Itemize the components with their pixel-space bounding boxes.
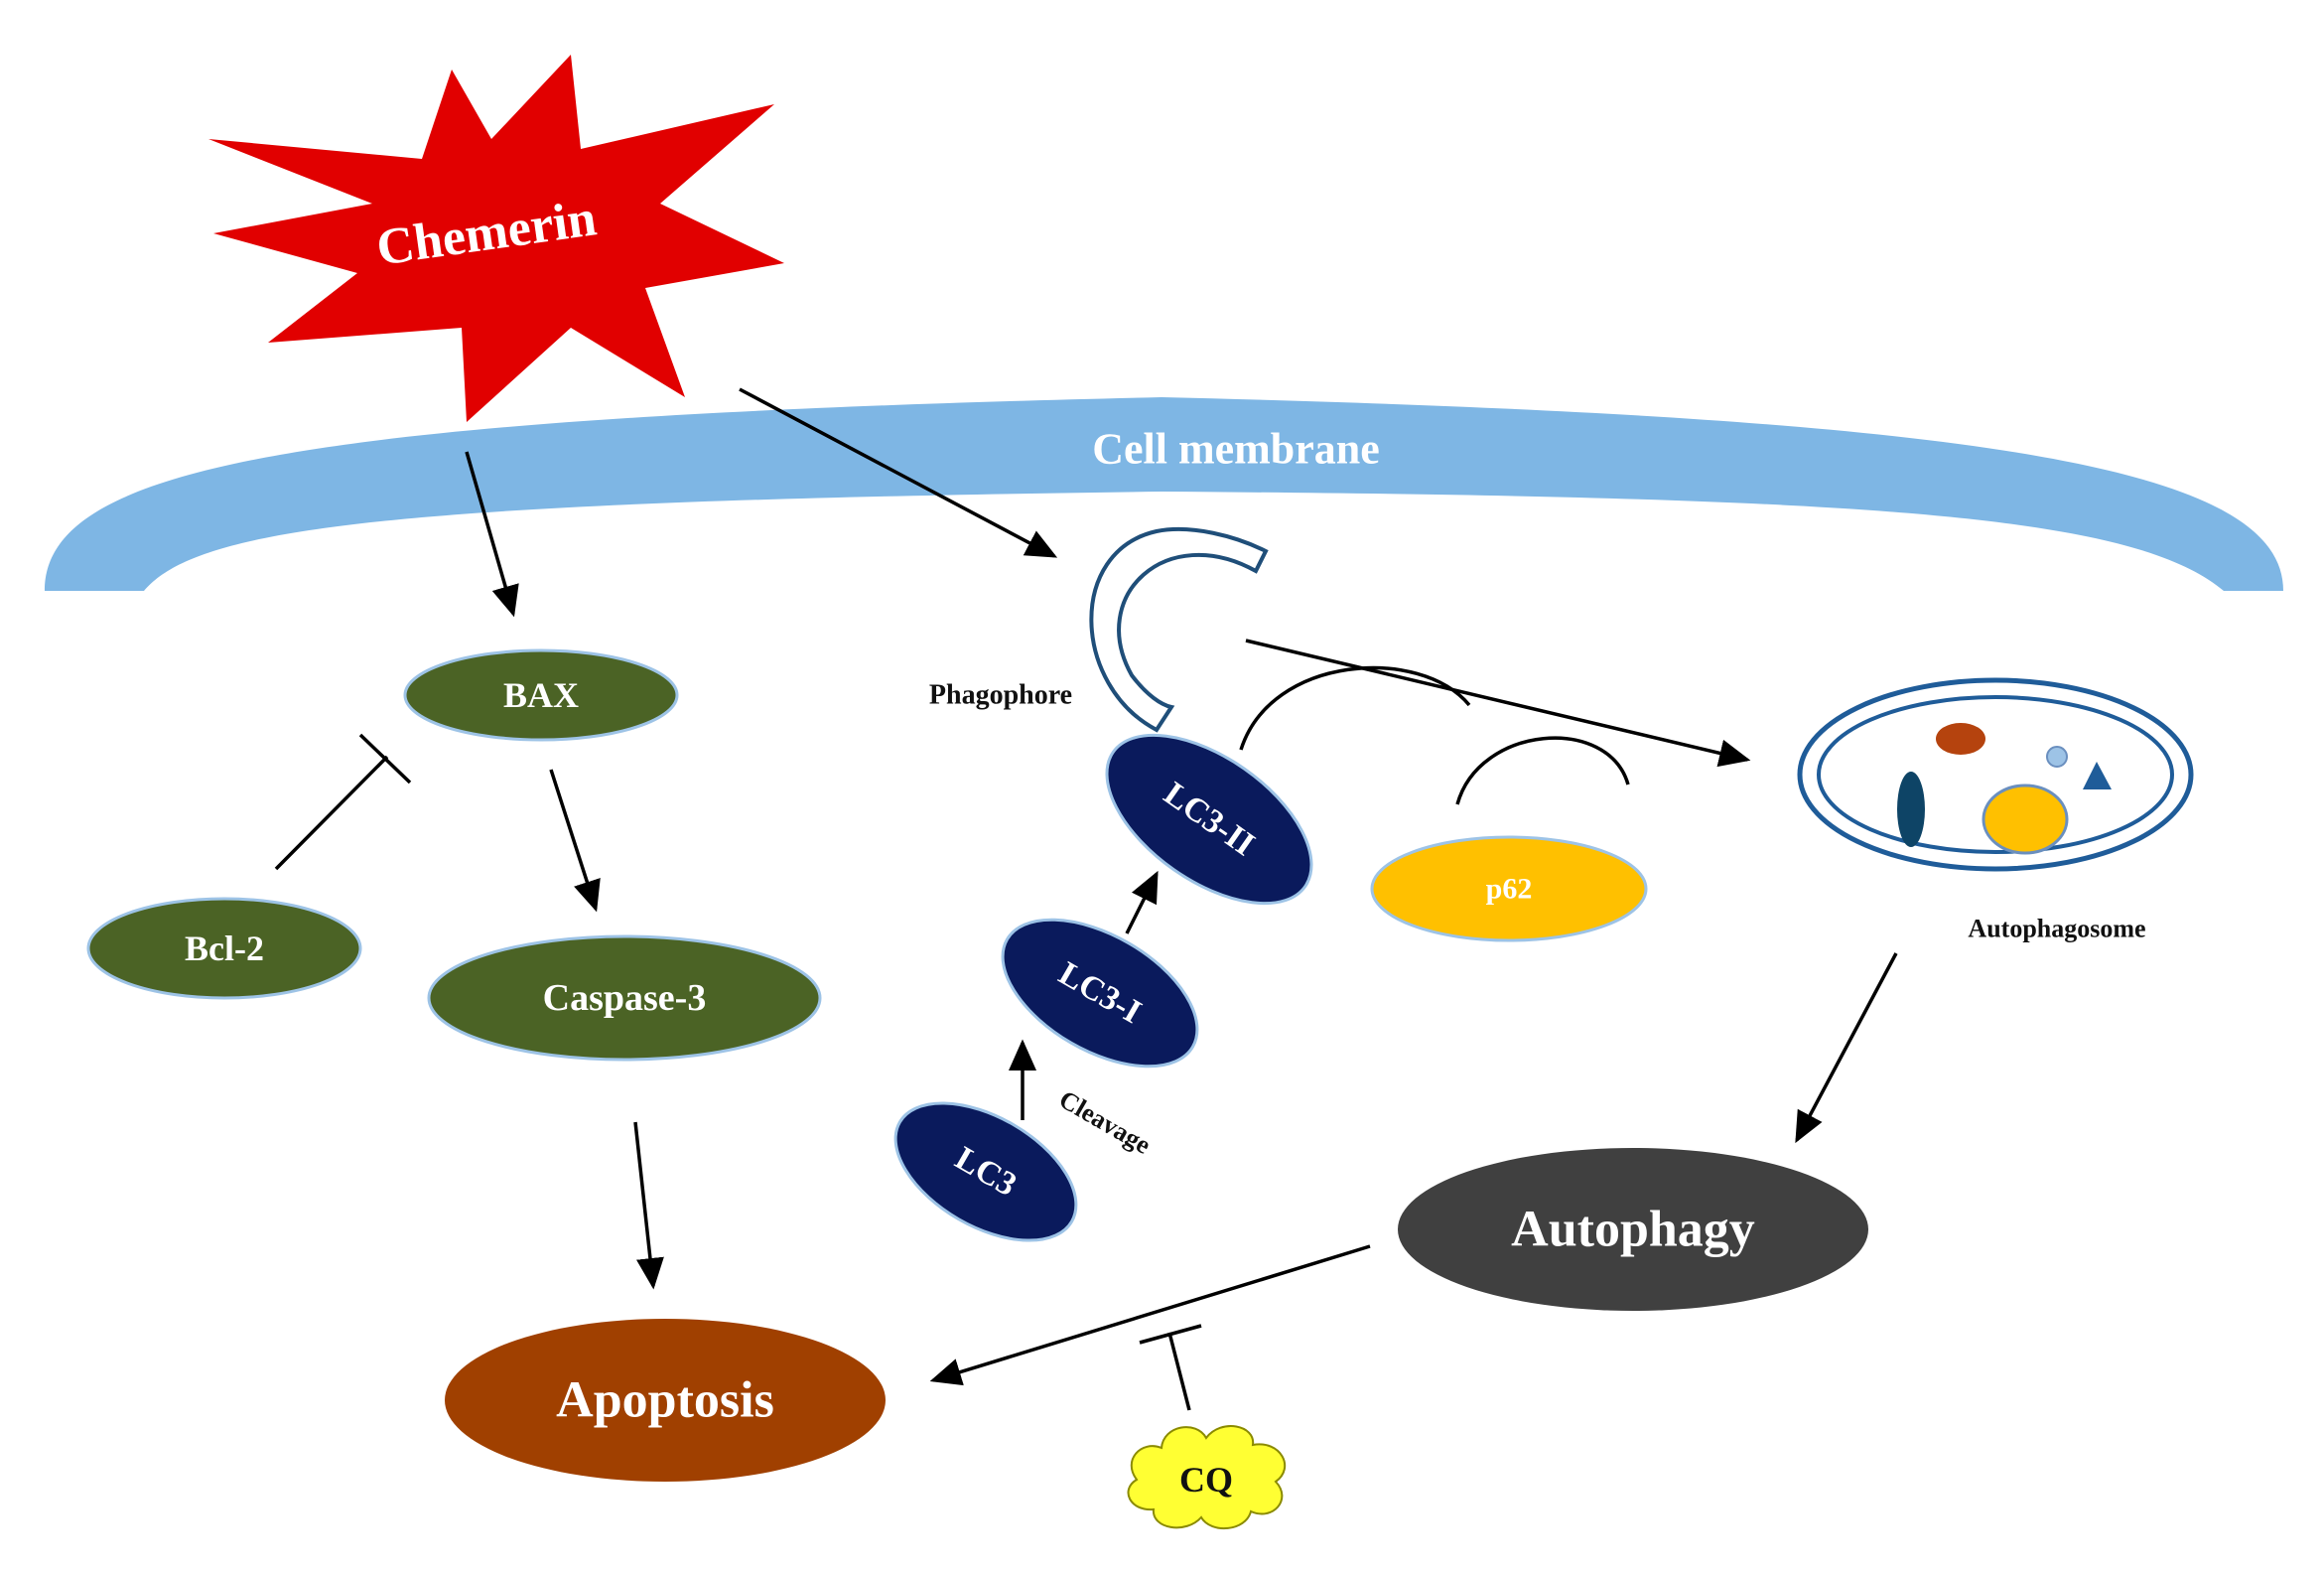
edge-phagophore-autophagosome [1245,639,1751,768]
phagophore-shape [1089,526,1269,733]
edge-chemerin-bax [465,451,519,618]
lc3ii-binding-curve [1239,665,1471,751]
edge-cq-inhibit-bar [1139,1324,1202,1345]
bax-node [403,648,679,742]
cell-membrane-label: Cell membrane [1092,425,1380,474]
p62-node [1370,835,1648,942]
edge-caspase3-apoptosis [633,1121,664,1290]
edge-bcl2-bax [274,755,389,871]
autophagosome [1797,677,2194,872]
bcl2-node [86,897,362,1000]
bcl2-label: Bcl-2 [185,928,264,968]
caspase3-node [427,934,822,1062]
bax-label: BAX [503,675,579,715]
edge-bax-caspase3 [549,769,601,913]
caspase3-label: Caspase-3 [543,977,707,1019]
apoptosis-node [445,1319,886,1482]
lc3-ii-node [1105,733,1313,906]
lc3-i-node [1001,918,1199,1069]
cleavage-label: Cleavage [1054,1084,1156,1160]
cq-label: CQ [1179,1460,1233,1500]
edge-autophagosome-autophagy [1795,952,1898,1144]
edge-bcl2-bax-bar [358,733,412,785]
edge-chemerin-phagophore [739,387,1058,558]
autophagy-label: Autophagy [1511,1202,1755,1258]
cq-node [1127,1425,1287,1530]
edge-autophagy-apoptosis [929,1244,1371,1386]
p62-label: p62 [1486,873,1533,906]
lc3-node [893,1101,1078,1242]
apoptosis-label: Apoptosis [556,1372,774,1429]
chemerin-star [208,55,784,422]
edge-lc3i-lc3ii [1125,870,1159,934]
phagophore-label: Phagophore [929,680,1072,711]
edge-cq-inhibit [1167,1332,1191,1411]
cell-membrane [45,397,2283,591]
autophagosome-label: Autophagosome [1968,915,2145,943]
autophagy-node [1398,1148,1868,1311]
p62-binding-curve [1455,736,1630,805]
